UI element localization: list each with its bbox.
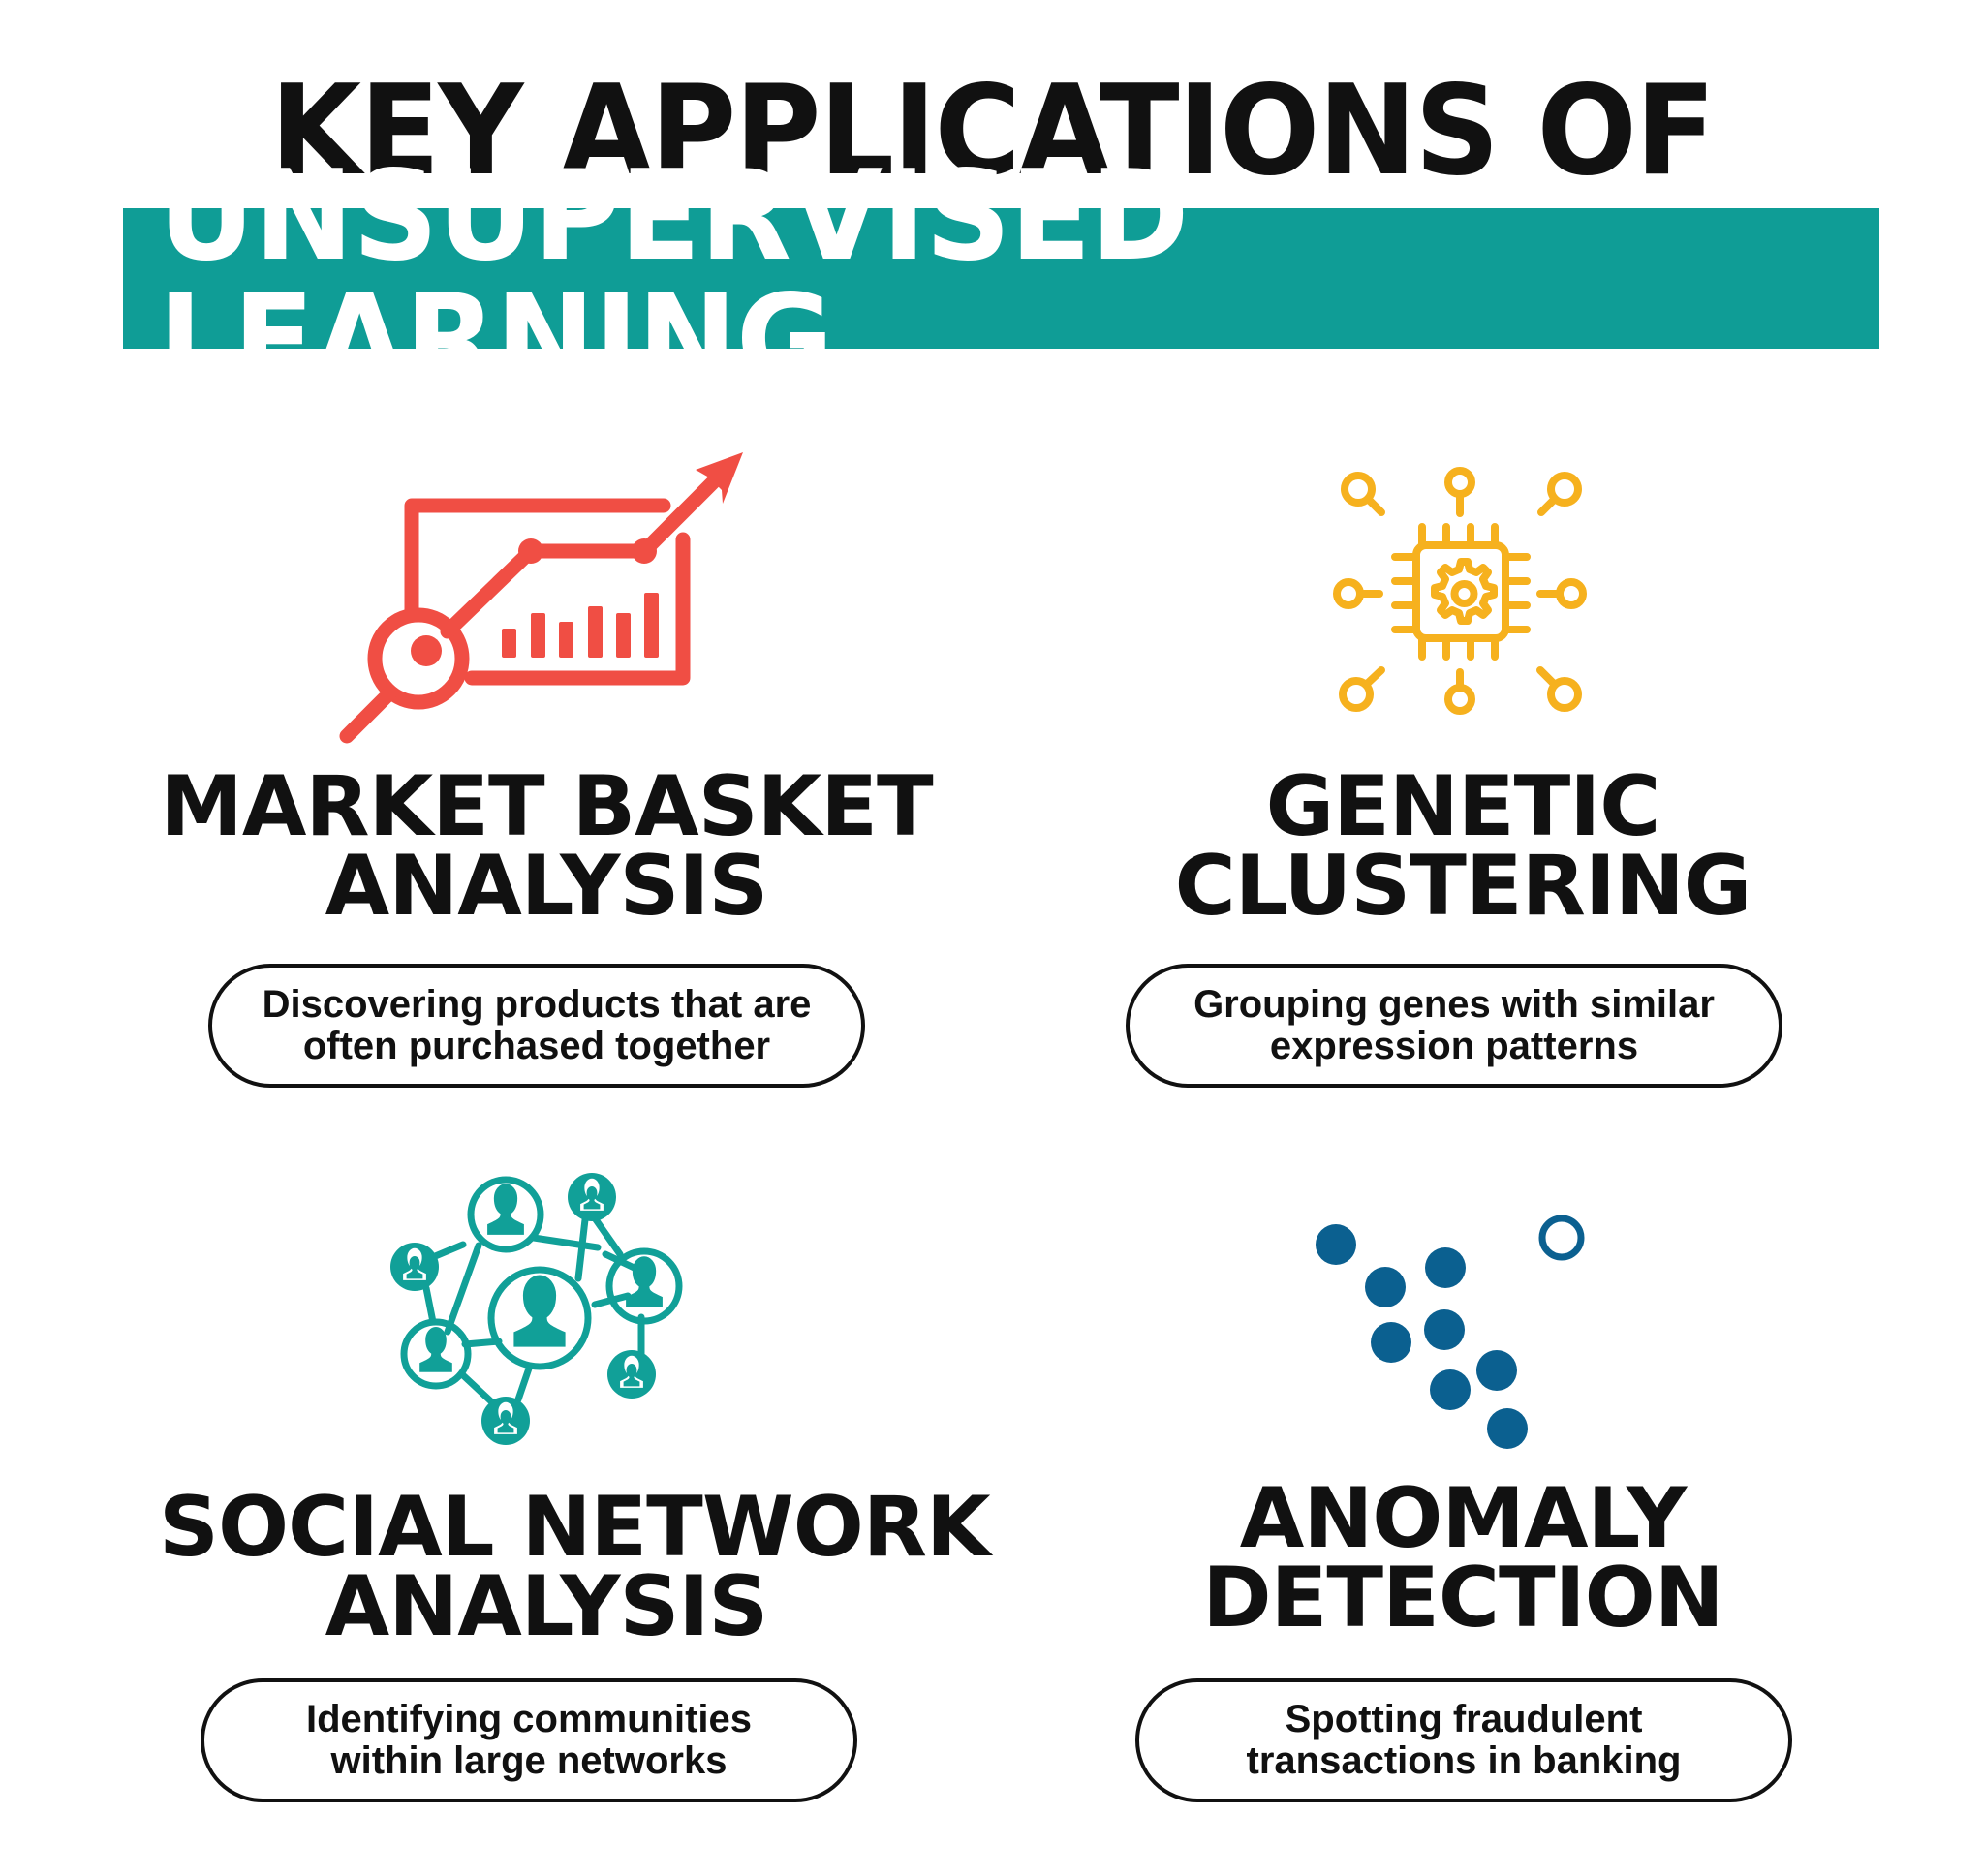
chart-magnifier-icon	[339, 452, 743, 744]
description-text: Identifying communities within large net…	[305, 1698, 753, 1782]
description-pill: Discovering products that are often purc…	[208, 964, 865, 1088]
outlier-ring	[1538, 1215, 1585, 1261]
application-heading: MARKET BASKET ANALYSIS	[160, 758, 933, 935]
cluster-dot	[1424, 1309, 1465, 1350]
cluster-dot	[1487, 1408, 1528, 1449]
chip-gear-network-icon	[1333, 467, 1587, 715]
application-heading: ANOMALY DETECTION	[1202, 1470, 1723, 1646]
application-heading: GENETIC CLUSTERING	[1174, 758, 1752, 935]
cluster-dot	[1316, 1224, 1356, 1265]
cluster-dot	[1430, 1369, 1471, 1410]
description-pill: Spotting fraudulent transactions in bank…	[1135, 1678, 1792, 1802]
description-pill: Grouping genes with similar expression p…	[1126, 964, 1782, 1088]
description-text: Grouping genes with similar expression p…	[1194, 983, 1715, 1067]
page-title-line2: UNSUPERVISED LEARNING	[158, 143, 1189, 413]
cluster-dot	[1371, 1322, 1411, 1363]
cluster-dot	[1365, 1267, 1406, 1307]
social-network-people-icon	[390, 1173, 683, 1445]
description-pill: Identifying communities within large net…	[201, 1678, 857, 1802]
cluster-dot	[1476, 1350, 1517, 1391]
page-title-line1: KEY APPLICATIONS OF	[269, 59, 1716, 203]
description-text: Discovering products that are often purc…	[262, 983, 812, 1067]
description-text: Spotting fraudulent transactions in bank…	[1246, 1698, 1682, 1782]
page-title-band: UNSUPERVISED LEARNING	[123, 154, 1879, 402]
cluster-dot	[1425, 1247, 1466, 1288]
application-heading: SOCIAL NETWORK ANALYSIS	[159, 1479, 991, 1655]
anomaly-dots-icon	[1316, 1215, 1585, 1449]
